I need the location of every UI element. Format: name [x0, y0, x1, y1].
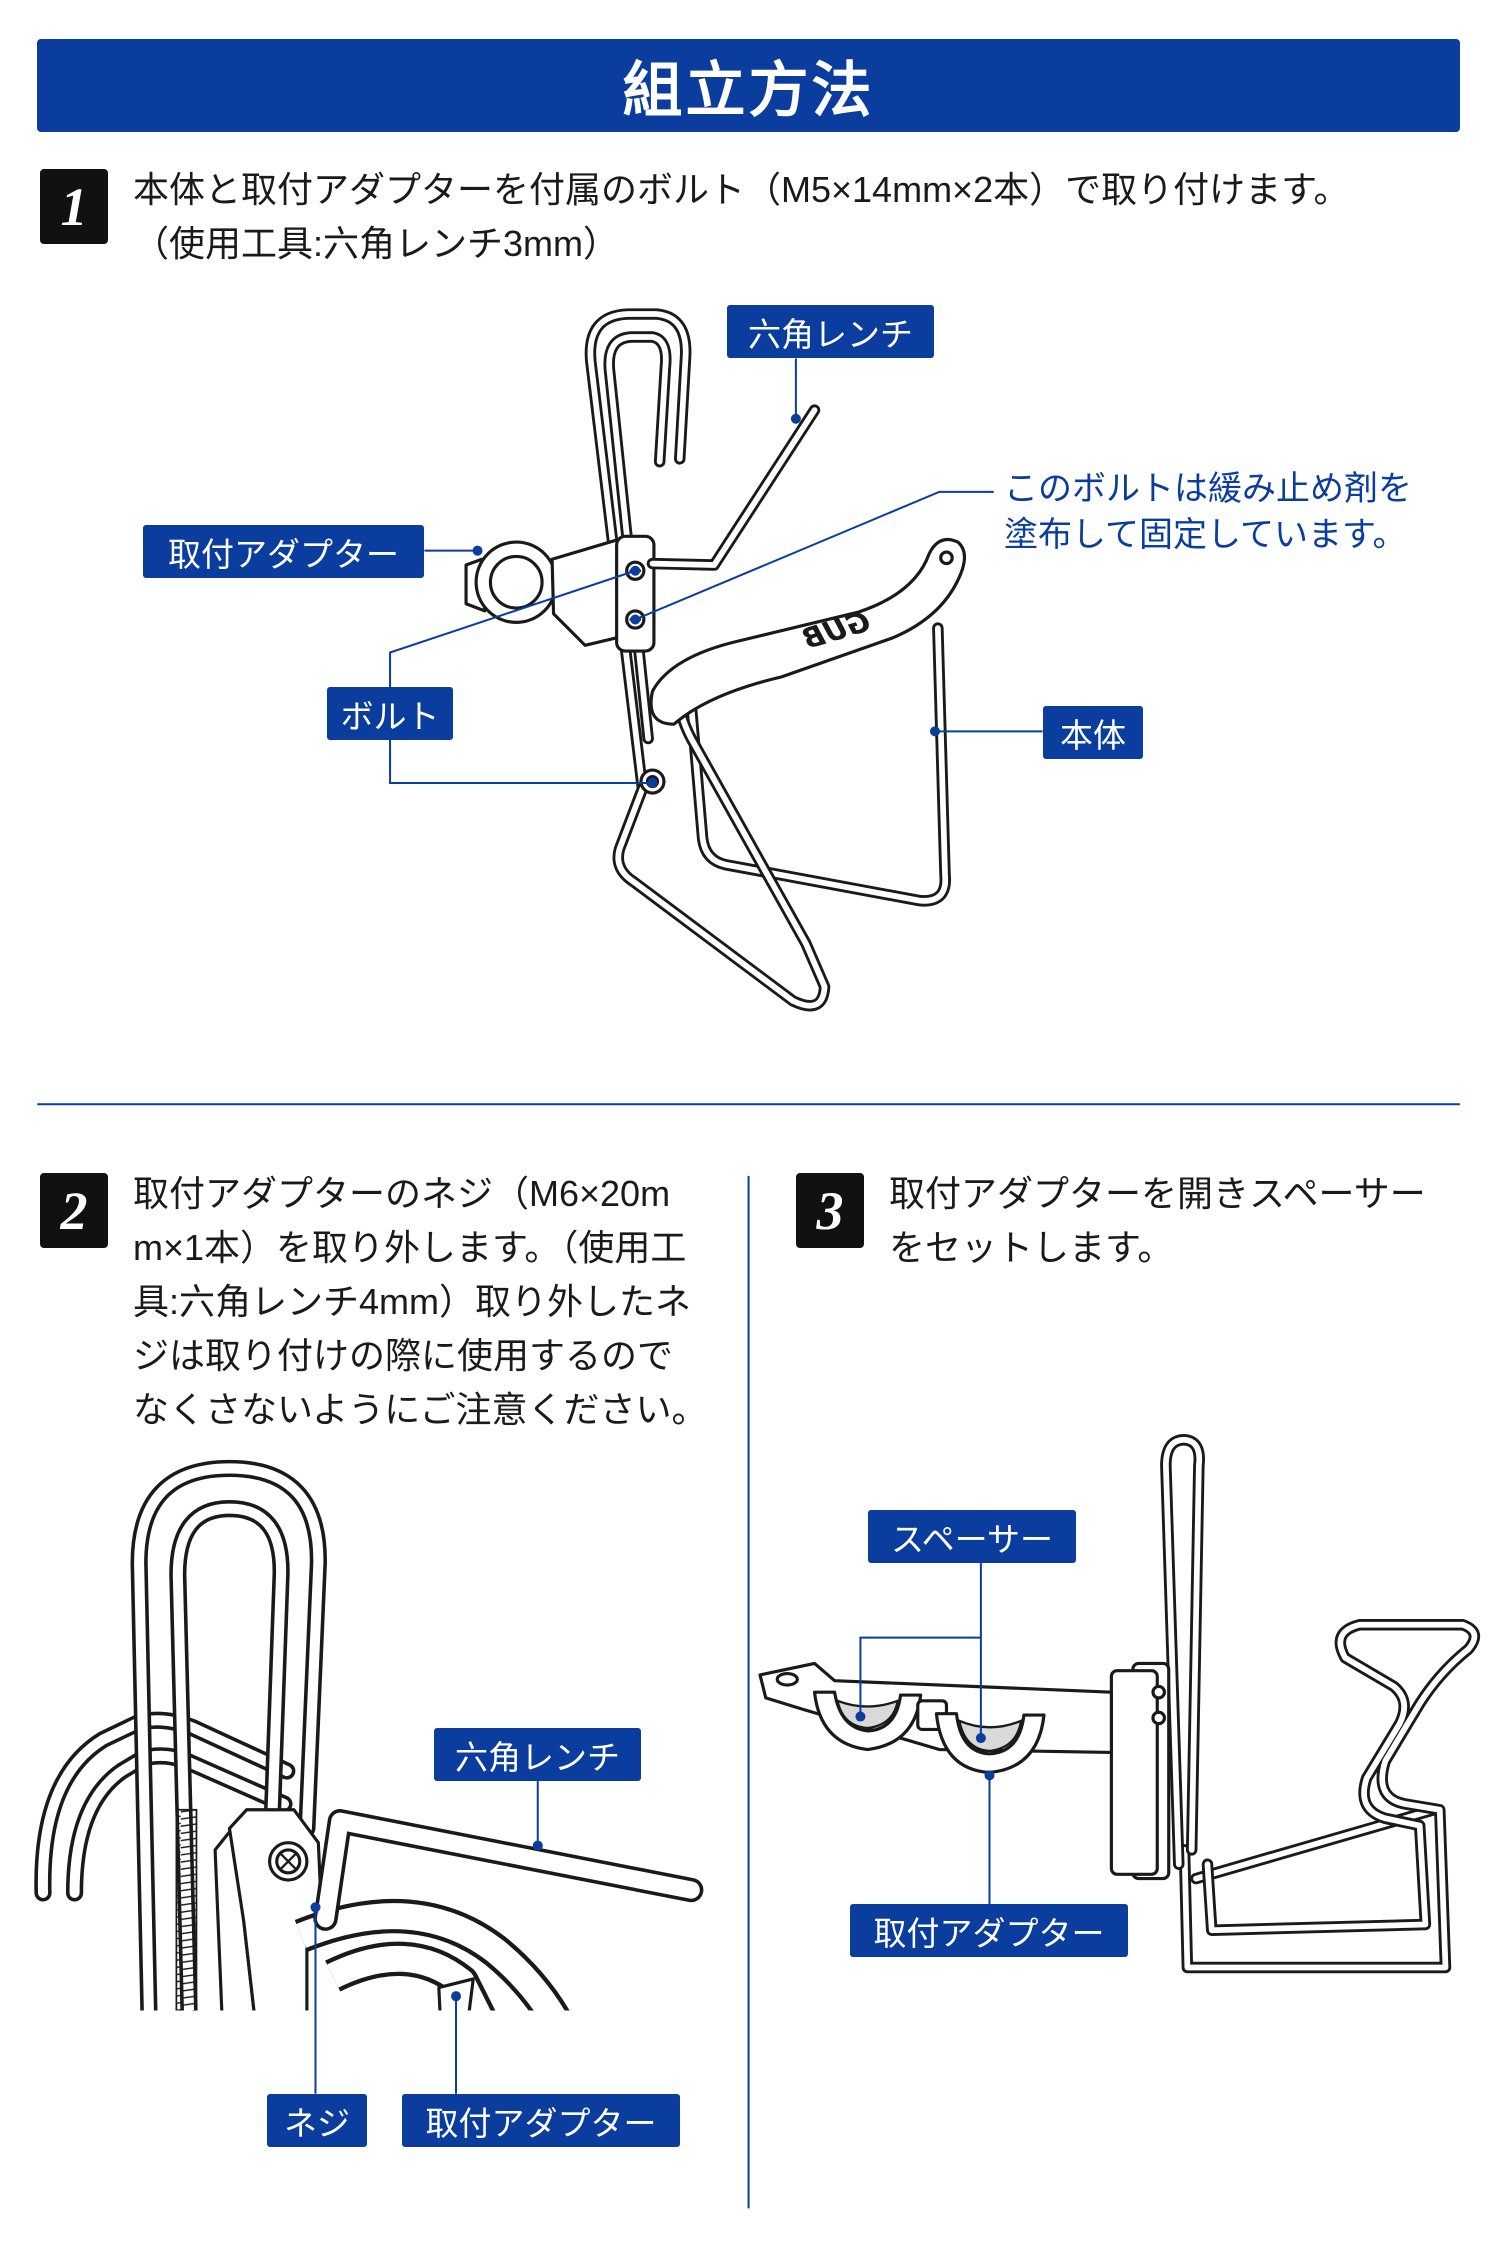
cage-frame — [1185, 1625, 1475, 1968]
step-2-badge: 2 — [40, 1173, 108, 1248]
step3-leader-lines — [855, 1563, 995, 1905]
step-3-text: 取付アダプターを開きスペーサー をセットします。 — [889, 1167, 1426, 1275]
leader-dot — [647, 777, 658, 789]
mount-adapter — [464, 534, 656, 653]
step3-adapter-spacer-illustration — [758, 1440, 1475, 1968]
spacer-2 — [957, 1718, 1023, 1753]
spacer-1 — [835, 1698, 900, 1730]
label-mount-adapter: 取付アダプター — [402, 2094, 680, 2147]
step-2-line: 取付アダプターのネジ（M6×20m — [133, 1173, 671, 1214]
leader-spacer-branch — [859, 1636, 981, 1717]
label-mount-adapter: 取付アダプター — [850, 1904, 1128, 1957]
label-body: 本体 — [1043, 706, 1143, 759]
header-bar: 組立方法 — [37, 39, 1460, 132]
leader-dot — [630, 614, 641, 625]
note-line: このボルトは緩み止め剤を — [1004, 470, 1412, 508]
step-2-line: なくさないようにご注意ください。 — [133, 1389, 708, 1430]
leader-dot — [929, 726, 941, 737]
step2-leader-lines — [310, 1781, 543, 2094]
bracket-bolt — [1151, 1710, 1167, 1726]
leader-dot — [975, 1733, 986, 1744]
screw-icon — [268, 1841, 309, 1882]
step-3-line: をセットします。 — [889, 1227, 1174, 1268]
leader-dot — [984, 1770, 995, 1781]
bolt-threadlock-note: このボルトは緩み止め剤を 塗布して固定しています。 — [1004, 466, 1412, 558]
label-hex-wrench: 六角レンチ — [434, 1728, 641, 1781]
step-2-line: ジは取り付けの際に使用するので — [133, 1335, 674, 1376]
step-1-line: （使用工具:六角レンチ3mm） — [133, 223, 620, 264]
leader-dot — [310, 1902, 321, 1913]
label-spacer: スペーサー — [868, 1510, 1076, 1563]
leader-dot — [855, 1711, 866, 1722]
step-1-text: 本体と取付アダプターを付属のボルト（M5×14mm×2本）で取り付けます。 （使… — [133, 163, 1350, 271]
step-2-line: 具:六角レンチ4mm）取り外したネ — [133, 1281, 692, 1322]
step-1-badge: 1 — [40, 169, 108, 244]
step-1-line: 本体と取付アダプターを付属のボルト（M5×14mm×2本）で取り付けます。 — [133, 169, 1350, 210]
leader-dot — [451, 1991, 462, 2002]
note-line: 塗布して固定しています。 — [1004, 516, 1407, 554]
adapter-ring-inner — [488, 554, 544, 610]
step2-closeup-illustration — [43, 1468, 691, 2011]
label-bolt: ボルト — [327, 687, 453, 740]
step1-bottle-cage-illustration: GUB — [464, 314, 967, 1006]
cage-bracket-plate — [615, 534, 656, 653]
adapter-clamp-half-1 — [812, 1690, 923, 1752]
bracket-plate — [1109, 1669, 1159, 1876]
cage-frame-inner — [1185, 1625, 1475, 1968]
leader-note — [634, 490, 994, 621]
step-2-text: 取付アダプターのネジ（M6×20m m×1本）を取り外します。（使用工 具:六角… — [133, 1167, 708, 1437]
step-3-badge: 3 — [796, 1173, 864, 1248]
step-3-line: 取付アダプターを開きスペーサー — [889, 1173, 1426, 1214]
threaded-section — [175, 1808, 198, 2011]
label-hex-wrench: 六角レンチ — [727, 305, 934, 358]
adapter-bar-hole — [775, 1671, 799, 1687]
leader-dot — [472, 545, 483, 556]
step-2-line: m×1本）を取り外します。（使用工 — [133, 1227, 687, 1268]
adapter-clamp-half-2 — [934, 1712, 1046, 1775]
page-title: 組立方法 — [622, 57, 875, 124]
arm-hook-hole — [939, 550, 954, 566]
leader-dot — [630, 565, 641, 576]
bracket-bolt — [1151, 1684, 1167, 1700]
label-screw: ネジ — [267, 2094, 367, 2147]
cage-top-arm — [649, 537, 967, 726]
leader-dot — [790, 413, 801, 424]
leader-dot — [532, 1840, 543, 1851]
label-mount-adapter: 取付アダプター — [143, 525, 424, 578]
